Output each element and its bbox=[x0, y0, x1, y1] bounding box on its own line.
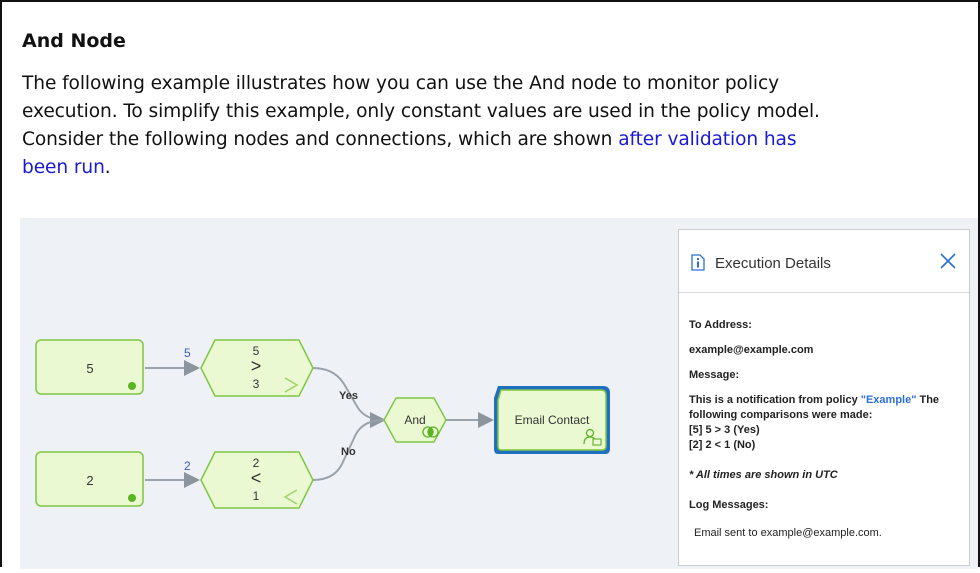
greater-than-icon bbox=[284, 377, 299, 393]
and-node[interactable]: And bbox=[383, 397, 447, 443]
policy-diagram: 5 2 Yes No 5 2 5 > 3 2 < 1 bbox=[35, 339, 610, 509]
validation-link-continued[interactable]: been run bbox=[22, 157, 105, 178]
yes-label: Yes bbox=[339, 390, 358, 402]
utc-note: * All times are shown in UTC bbox=[689, 469, 838, 481]
compare-bottom-op: < bbox=[251, 468, 262, 488]
message-line-1: This is a notification from policy "Exam… bbox=[689, 393, 969, 407]
constant-node-5[interactable]: 5 bbox=[35, 339, 144, 395]
message-label: Message: bbox=[689, 369, 740, 381]
log-messages-label: Log Messages: bbox=[689, 499, 769, 511]
to-address-label: To Address: bbox=[689, 319, 752, 331]
email-contact-node[interactable]: Email Contact bbox=[494, 386, 610, 454]
compare-node-less[interactable]: 2 < 1 bbox=[200, 451, 314, 509]
edge-top-value: 5 bbox=[184, 346, 191, 360]
para-line-3: Consider the following nodes and connect… bbox=[22, 129, 619, 150]
document-info-icon bbox=[691, 254, 705, 271]
close-icon[interactable] bbox=[937, 250, 959, 272]
para-line-1: The following example illustrates how yo… bbox=[22, 73, 779, 94]
section-title: And Node bbox=[22, 30, 126, 52]
message-policy-name: "Example" bbox=[860, 394, 917, 406]
comparison-1: [5] 5 > 3 (Yes) bbox=[689, 424, 760, 436]
no-label: No bbox=[341, 446, 356, 458]
compare-bottom-b: 1 bbox=[253, 489, 260, 503]
compare-top-op: > bbox=[251, 356, 262, 376]
execution-details-panel: Execution Details To Address: example@ex… bbox=[678, 229, 970, 566]
status-dot-icon bbox=[128, 494, 136, 502]
and-node-label: And bbox=[404, 413, 425, 427]
constant-node-5-value: 5 bbox=[86, 361, 93, 376]
compare-node-greater[interactable]: 5 > 3 bbox=[200, 339, 314, 397]
constant-node-2[interactable]: 2 bbox=[35, 451, 144, 507]
edge-no bbox=[312, 419, 385, 481]
contact-icon bbox=[583, 428, 602, 446]
intro-paragraph: The following example illustrates how yo… bbox=[22, 70, 972, 182]
panel-header: Execution Details bbox=[679, 230, 969, 293]
email-contact-label: Email Contact bbox=[515, 413, 590, 427]
comparison-2: [2] 2 < 1 (No) bbox=[689, 439, 756, 451]
compare-top-a: 5 bbox=[253, 344, 260, 358]
panel-title: Execution Details bbox=[715, 255, 831, 272]
compare-bottom-a: 2 bbox=[253, 456, 260, 470]
para-line-2: execution. To simplify this example, onl… bbox=[22, 101, 820, 122]
message-pre: This is a notification from policy bbox=[689, 394, 861, 406]
edge-bottom-value: 2 bbox=[184, 459, 191, 473]
venn-icon bbox=[422, 426, 439, 438]
constant-node-2-value: 2 bbox=[86, 473, 93, 488]
status-dot-icon bbox=[128, 382, 136, 390]
compare-top-b: 3 bbox=[253, 377, 260, 391]
edge-yes bbox=[312, 367, 386, 428]
to-address-value: example@example.com bbox=[689, 344, 814, 356]
message-post: The bbox=[916, 394, 940, 406]
less-than-icon bbox=[283, 489, 298, 505]
para-period: . bbox=[104, 157, 111, 178]
log-entry: Email sent to example@example.com. bbox=[694, 527, 882, 539]
validation-link[interactable]: after validation has bbox=[618, 129, 797, 150]
message-line-2: following comparisons were made: bbox=[689, 409, 873, 421]
